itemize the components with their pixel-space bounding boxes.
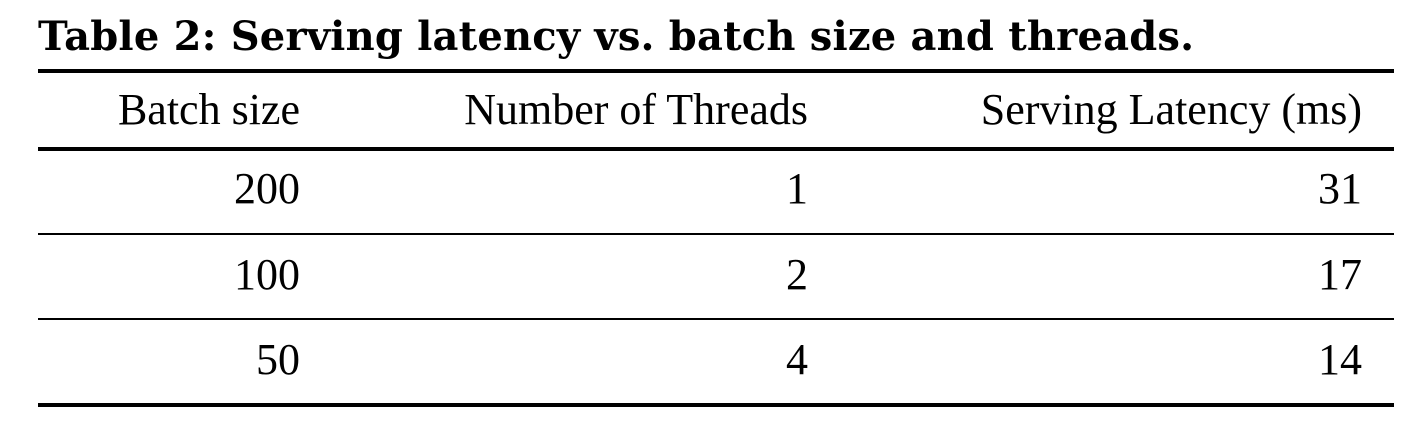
cell-batch-size: 200 [234, 164, 300, 213]
cell-serving-latency: 31 [1318, 164, 1362, 213]
bottom-rule [38, 403, 1394, 407]
row-divider [38, 233, 1394, 235]
cell-serving-latency: 14 [1318, 335, 1362, 384]
header-number-of-threads: Number of Threads [464, 85, 808, 134]
row-divider [38, 318, 1394, 320]
top-rule [38, 69, 1394, 73]
cell-number-of-threads: 2 [786, 250, 808, 299]
cell-serving-latency: 17 [1318, 250, 1362, 299]
cell-batch-size: 50 [256, 335, 300, 384]
table-caption: Table 2: Serving latency vs. batch size … [38, 13, 1195, 60]
header-serving-latency: Serving Latency (ms) [980, 85, 1362, 134]
cell-number-of-threads: 1 [786, 164, 808, 213]
cell-batch-size: 100 [234, 250, 300, 299]
header-batch-size: Batch size [117, 85, 300, 134]
cell-number-of-threads: 4 [786, 335, 808, 384]
header-rule [38, 147, 1394, 151]
